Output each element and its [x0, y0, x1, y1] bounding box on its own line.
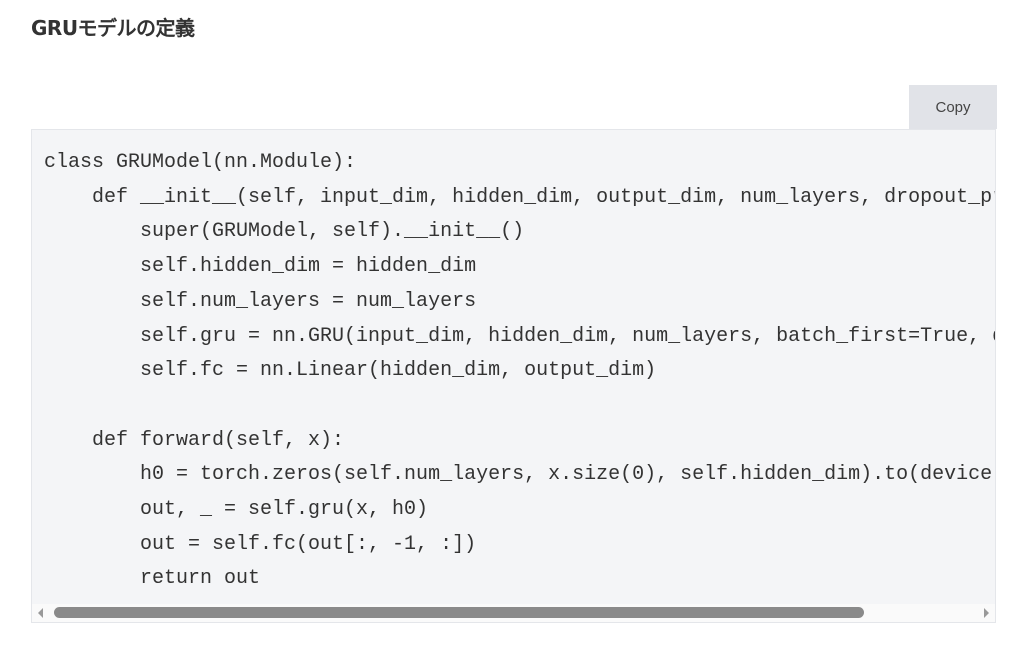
scroll-left-arrow-icon[interactable]: [38, 608, 43, 618]
code-content[interactable]: class GRUModel(nn.Module): def __init__(…: [44, 151, 996, 591]
copy-button[interactable]: Copy: [909, 85, 997, 129]
scroll-right-arrow-icon[interactable]: [984, 608, 989, 618]
scrollbar-thumb[interactable]: [54, 607, 864, 618]
code-block: class GRUModel(nn.Module): def __init__(…: [31, 129, 996, 623]
section-heading: GRUモデルの定義: [31, 16, 195, 40]
horizontal-scrollbar[interactable]: [32, 604, 995, 622]
